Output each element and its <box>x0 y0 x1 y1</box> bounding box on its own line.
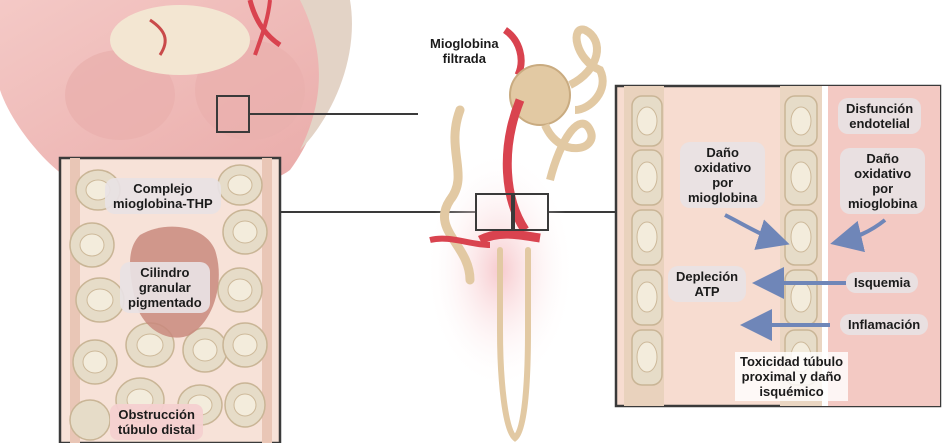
label-deplecion-atp: Depleción ATP <box>668 266 746 302</box>
label-disfuncion-endotelial: Disfunción endotelial <box>838 98 921 134</box>
nephron-illustration <box>425 30 603 438</box>
label-mioglobina-filtrada: Mioglobina filtrada <box>425 34 504 68</box>
label-dano-oxidativo-right: Daño oxidativo por mioglobina <box>840 148 925 214</box>
label-toxicidad-tubulo-proximal: Toxicidad túbulo proximal y daño isquémi… <box>735 352 848 401</box>
label-obstruccion-distal: Obstrucción túbulo distal <box>110 404 203 440</box>
label-isquemia: Isquemia <box>846 272 918 293</box>
label-cilindro-granular: Cilindro granular pigmentado <box>120 262 210 313</box>
label-complejo-mioglobina-thp: Complejo mioglobina-THP <box>105 178 221 214</box>
label-inflamacion: Inflamación <box>840 314 928 335</box>
label-dano-oxidativo-left: Daño oxidativo por mioglobina <box>680 142 765 208</box>
